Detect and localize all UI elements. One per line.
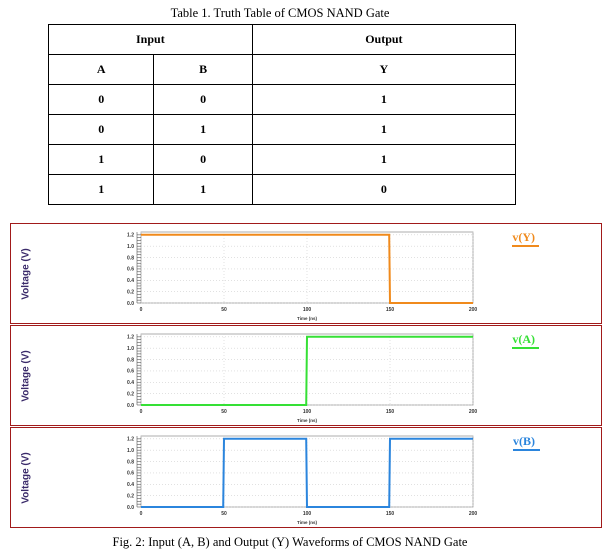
legend-swatch xyxy=(512,347,540,349)
x-tick-label: 50 xyxy=(221,511,227,517)
x-tick-label: 100 xyxy=(303,409,312,415)
table-cell: 1 xyxy=(153,114,253,145)
y-tick-label: 0.2 xyxy=(127,391,134,397)
x-tick-label: 150 xyxy=(386,511,395,517)
x-tick-label: 0 xyxy=(140,409,143,415)
y-tick-label: 1.2 xyxy=(127,233,134,239)
x-tick-label: 150 xyxy=(386,409,395,415)
table-cell: 0 xyxy=(47,84,155,115)
table-row: 0 1 1 xyxy=(47,114,517,145)
x-axis-label: Time (ns) xyxy=(297,316,317,321)
x-tick-label: 50 xyxy=(221,307,227,313)
table-cell: 1 xyxy=(47,174,155,205)
y-tick-label: 0.6 xyxy=(127,267,134,273)
series-line xyxy=(141,233,473,304)
series-line xyxy=(141,335,473,406)
y-tick-label: 0.2 xyxy=(127,493,134,499)
legend-entry: v(Y) xyxy=(512,230,540,247)
table-group-header-row: Input Output xyxy=(48,24,517,55)
table-cell: 0 xyxy=(153,144,253,175)
truth-table: Input Output A B Y 0 0 1 0 1 1 1 0 1 1 1… xyxy=(47,24,517,205)
table-cell: 1 xyxy=(153,174,253,205)
x-tick-label: 200 xyxy=(469,409,478,415)
table-row: 0 0 1 xyxy=(47,84,517,115)
y-tick-label: 0.8 xyxy=(127,357,134,363)
table-cell: 0 xyxy=(47,114,155,145)
x-tick-label: 200 xyxy=(469,307,478,313)
y-tick-label: 1.2 xyxy=(127,335,134,341)
x-tick-label: 50 xyxy=(221,409,227,415)
table-cell: 0 xyxy=(251,174,517,205)
y-tick-label: 0.6 xyxy=(127,369,134,375)
x-tick-label: 0 xyxy=(140,511,143,517)
input-group-header: Input xyxy=(48,24,253,55)
plot-area xyxy=(140,231,474,304)
y-tick-label: 0.0 xyxy=(127,505,134,511)
x-tick-label: 0 xyxy=(140,307,143,313)
legend-entry: v(B) xyxy=(513,434,540,451)
x-tick-label: 100 xyxy=(303,511,312,517)
legend-swatch xyxy=(513,449,540,451)
column-header-b: B xyxy=(153,54,253,85)
y-tick-label: 0.6 xyxy=(127,471,134,477)
y-tick-label: 1.0 xyxy=(127,346,134,352)
y-tick-label: 0.0 xyxy=(127,301,134,307)
x-axis-label: Time (ns) xyxy=(297,520,317,525)
y-tick-label: 1.2 xyxy=(127,437,134,443)
table-cell: 1 xyxy=(251,114,517,145)
table-caption: Table 1. Truth Table of CMOS NAND Gate xyxy=(170,6,390,20)
legend-entry: v(A) xyxy=(512,332,540,349)
table-cell: 1 xyxy=(251,144,517,175)
table-row: 1 1 0 xyxy=(47,174,517,205)
x-tick-label: 100 xyxy=(303,307,312,313)
y-tick-label: 0.0 xyxy=(127,403,134,409)
y-tick-label: 1.0 xyxy=(127,244,134,250)
table-cell: 0 xyxy=(153,84,253,115)
y-tick-label: 1.0 xyxy=(127,448,134,454)
output-group-header: Output xyxy=(251,24,517,55)
table-row: 1 0 1 xyxy=(47,144,517,175)
figure-caption: Fig. 2: Input (A, B) and Output (Y) Wave… xyxy=(112,535,468,549)
series-line xyxy=(141,437,473,508)
legend-swatch xyxy=(512,245,540,247)
table-cell: 1 xyxy=(47,144,155,175)
y-tick-label: 0.4 xyxy=(127,482,134,488)
y-tick-label: 0.4 xyxy=(127,278,134,284)
y-tick-label: 0.2 xyxy=(127,289,134,295)
column-header-y: Y xyxy=(251,54,517,85)
x-tick-label: 200 xyxy=(469,511,478,517)
y-tick-label: 0.8 xyxy=(127,459,134,465)
column-header-a: A xyxy=(47,54,155,85)
x-tick-label: 150 xyxy=(386,307,395,313)
y-tick-label: 0.4 xyxy=(127,380,134,386)
table-cell: 1 xyxy=(251,84,517,115)
y-tick-label: 0.8 xyxy=(127,255,134,261)
table-column-header-row: A B Y xyxy=(47,54,517,85)
x-axis-label: Time (ns) xyxy=(297,418,317,423)
